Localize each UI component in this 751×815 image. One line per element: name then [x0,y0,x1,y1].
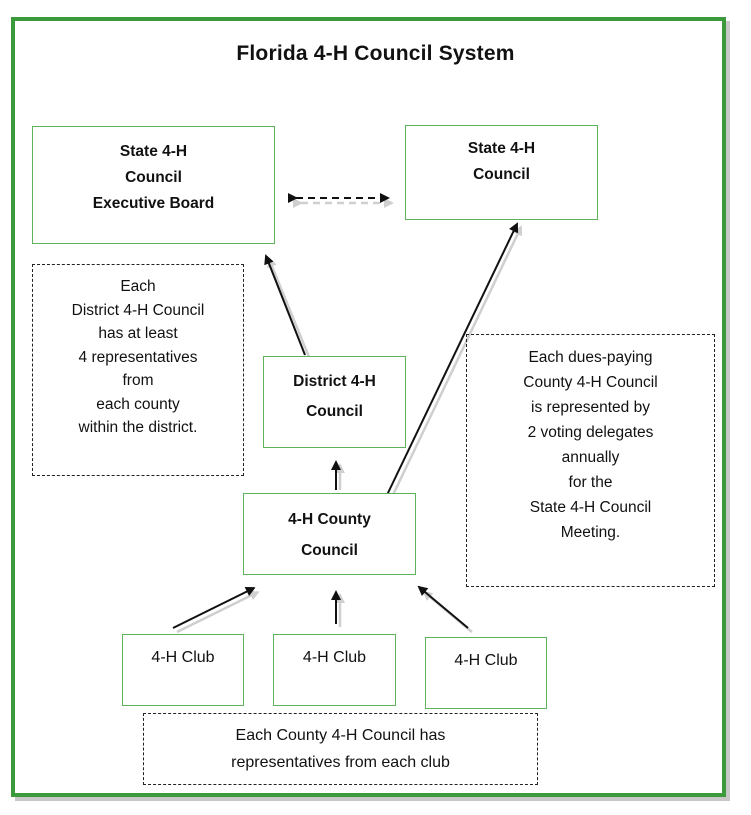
note-line: Each dues-paying [528,349,653,366]
note-line: Meeting. [560,524,621,541]
note-line: Each [120,278,156,295]
note-line: 2 voting delegates [527,424,654,441]
node-label: Executive Board [92,195,215,212]
note-line: State 4-H Council [529,499,652,516]
note-line: within the district. [78,419,198,436]
node-label: 4-H Club [302,649,367,666]
note-line: has at least [98,325,178,342]
node-label: Council [301,542,358,559]
note-line: County 4-H Council [523,374,658,391]
note-line: each county [96,395,180,413]
note-state-delegates: Each dues-paying County 4-H Council is r… [466,334,719,591]
note-county-club-representation: Each County 4-H Council has representati… [143,713,542,789]
node-district-council: District 4-H Council [263,356,410,452]
note-line: 4 representatives [78,348,198,366]
note-line: is represented by [531,399,650,416]
arrow-county-state [386,222,519,496]
note-line: for the [568,474,613,491]
node-state-executive-board: State 4-H Council Executive Board [32,126,279,248]
arrow-district-exec [264,254,306,356]
node-state-council: State 4-H Council [405,125,602,224]
node-label: Council [125,169,182,186]
node-label: 4-H Club [151,649,215,666]
note-line: representatives from each club [231,754,450,771]
node-label: State 4-H [467,140,536,157]
diagram-title: Florida 4-H Council System [236,42,515,65]
node-label: 4-H County [288,511,371,528]
note-line: District 4-H Council [71,301,205,319]
arrow-club1-county [172,587,256,629]
arrow-club3-county [417,585,469,629]
node-label: District 4-H [293,373,376,390]
note-line: annually [561,449,620,466]
node-county-council: 4-H County Council [243,493,420,579]
node-label: Council [473,166,530,183]
note-district-representation: Each District 4-H Council has at least 4… [32,264,248,480]
node-club-3: 4-H Club [425,637,551,713]
node-club-1: 4-H Club [122,634,248,710]
note-line: Each County 4-H Council has [235,727,446,744]
node-label: State 4-H [119,143,188,160]
node-label: Council [306,403,363,420]
node-club-2: 4-H Club [273,634,400,710]
node-label: 4-H Club [454,652,518,669]
note-line: from [122,372,154,389]
diagram-frame [11,17,726,797]
